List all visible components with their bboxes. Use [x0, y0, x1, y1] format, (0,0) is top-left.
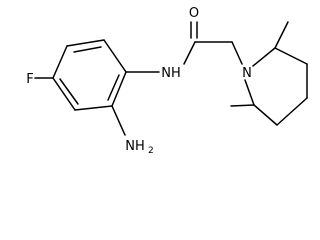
amide-nh-label: NH	[161, 66, 181, 81]
fluorine-label: F	[26, 72, 33, 87]
ring-nitrogen-label: N	[242, 66, 252, 81]
oxygen-label: O	[189, 6, 199, 21]
benzene-ring	[52, 39, 127, 111]
bond-methyl-lower	[230, 104, 255, 107]
piperidine-ring	[244, 47, 308, 126]
bond-methylene-ring-nitrogen	[231, 41, 243, 65]
amine-nh-label: NH	[125, 139, 145, 154]
bond-amide-nitrogen-carbonyl	[183, 41, 196, 65]
amine-subscript: 2	[148, 146, 154, 156]
bond-methyl-upper	[274, 21, 289, 49]
bond-ring-amine	[111, 105, 126, 136]
structure-diagram: O NH F NH 2 N	[26, 6, 308, 156]
